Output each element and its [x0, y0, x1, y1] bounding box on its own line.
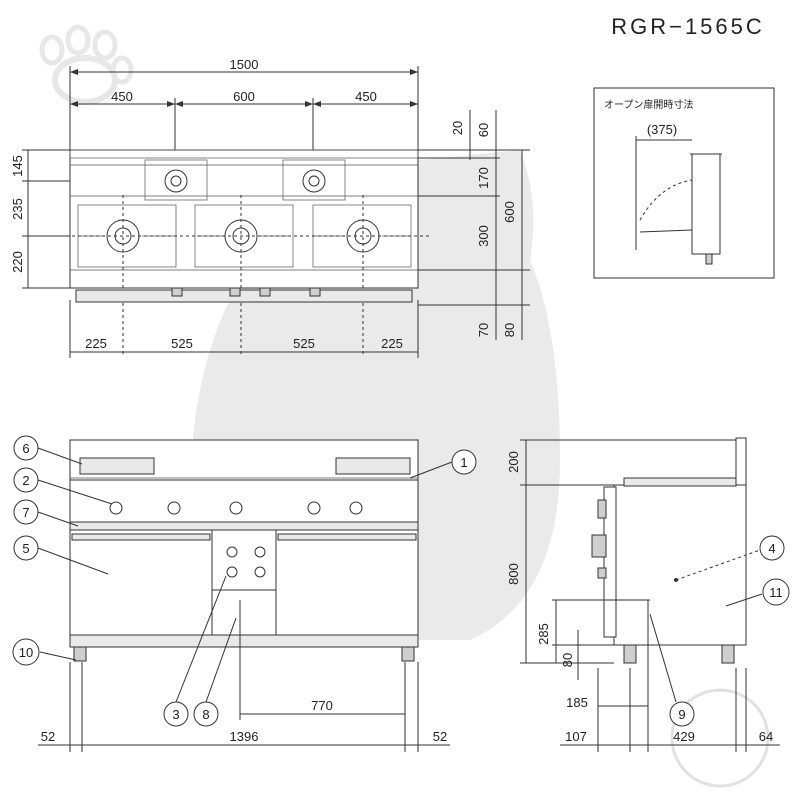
dim-107: 107	[565, 729, 587, 744]
callout-5: 5	[22, 541, 29, 556]
dim-200: 200	[506, 451, 521, 473]
dim-800: 800	[506, 563, 521, 585]
dim-145: 145	[10, 155, 25, 177]
side-view: 200 800 285 80 185 107 429 64	[506, 437, 780, 752]
dim-52-right: 52	[433, 729, 447, 744]
dim-52-left: 52	[41, 729, 55, 744]
dim-20: 20	[450, 121, 465, 135]
dim-429: 429	[673, 729, 695, 744]
top-view: 1500 450 600 450	[10, 57, 530, 358]
dim-1396: 1396	[230, 729, 259, 744]
callout-4: 4	[768, 541, 775, 556]
oven-door-label: オープン扉開時寸法	[604, 98, 693, 111]
dim-525-left: 525	[171, 336, 193, 351]
callout-10: 10	[19, 645, 33, 660]
rear-burner-right	[282, 159, 346, 201]
callout-9: 9	[678, 707, 685, 722]
watermark-stamp	[670, 688, 770, 788]
dim-285: 285	[536, 623, 551, 645]
callout-11: 11	[769, 585, 783, 600]
oven-door-dim: (375)	[647, 122, 677, 137]
dim-300: 300	[476, 225, 491, 247]
dim-235: 235	[10, 198, 25, 220]
dim-450-left: 450	[111, 89, 133, 104]
dim-70: 70	[476, 323, 491, 337]
dim-60: 60	[476, 123, 491, 137]
dim-1500: 1500	[230, 57, 259, 72]
dim-525-right: 525	[293, 336, 315, 351]
callout-8: 8	[202, 707, 209, 722]
front-knobs	[109, 501, 363, 515]
callout-2: 2	[22, 473, 29, 488]
dim-220: 220	[10, 251, 25, 273]
model-title: RGR−1565C	[611, 14, 765, 39]
dim-600: 600	[233, 89, 255, 104]
dim-225-right: 225	[381, 336, 403, 351]
watermark-paw-logo	[39, 24, 134, 105]
dim-225-left: 225	[85, 336, 107, 351]
dim-170: 170	[476, 167, 491, 189]
oven-door-inset: オープン扉開時寸法 (375)	[593, 87, 775, 279]
rear-burner-left	[144, 159, 208, 201]
dim-80-side: 80	[560, 653, 575, 667]
callout-6: 6	[22, 441, 29, 456]
dim-185: 185	[566, 695, 588, 710]
dim-450-right: 450	[355, 89, 377, 104]
callout-7: 7	[22, 505, 29, 520]
dim-80: 80	[502, 323, 517, 337]
callout-1: 1	[460, 455, 467, 470]
dim-64: 64	[759, 729, 773, 744]
dim-770: 770	[311, 698, 333, 713]
dim-600-depth: 600	[502, 201, 517, 223]
callouts: 1 2 3 4 5 6 7 8 9 10	[12, 435, 790, 727]
callout-3: 3	[172, 707, 179, 722]
callout-1-circle	[451, 449, 477, 475]
front-view: 52 1396 52 770	[38, 439, 450, 752]
